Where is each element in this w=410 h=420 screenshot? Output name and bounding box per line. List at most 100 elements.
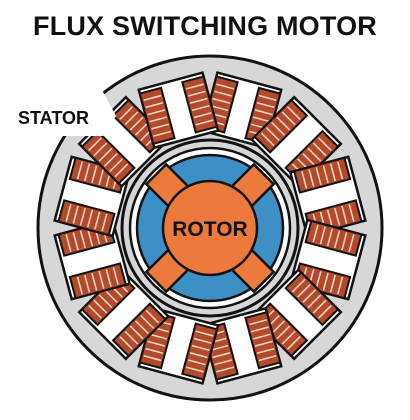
coil-turn (301, 171, 308, 189)
coil-turn (341, 205, 348, 224)
coil-turn (216, 366, 235, 373)
coil-turn (315, 270, 322, 289)
coil-turn (185, 83, 204, 90)
coil-turn (256, 347, 275, 355)
coil-turn (193, 112, 212, 119)
coil-winding (292, 156, 352, 194)
rotor-label: ROTOR (172, 218, 247, 241)
coil-turn (191, 104, 210, 112)
coil-turn (312, 224, 319, 243)
coil-turn (252, 116, 271, 123)
coil-turn (185, 366, 204, 373)
coil-turn (98, 167, 105, 186)
coil-turn (341, 232, 348, 251)
coil-turn (129, 325, 144, 340)
coil-turn (260, 132, 275, 147)
coil-turn (334, 230, 341, 249)
coil-turn (348, 203, 355, 222)
coil-turn (276, 116, 291, 131)
coil-turn (86, 209, 94, 228)
coil-turn (129, 116, 144, 131)
coil-turn (276, 325, 291, 340)
coil-turn (124, 111, 139, 126)
coil-turn (88, 304, 102, 319)
page-title: FLUX SWITCHING MOTOR (33, 11, 377, 41)
coil-turn (86, 228, 94, 247)
coil-turn (114, 163, 129, 178)
coil-turn (281, 111, 296, 126)
coil-turn (91, 165, 98, 184)
coil-turn (189, 352, 208, 359)
coil-turn (265, 127, 280, 141)
coil-turn (119, 336, 134, 350)
coil-turn (140, 315, 155, 329)
coil-turn (281, 330, 296, 345)
coil-turn (336, 276, 344, 295)
coil-turn (195, 119, 214, 126)
coil-turn (103, 289, 118, 304)
coil-turn (258, 94, 277, 102)
coil-turn (307, 294, 322, 309)
coil-winding (57, 199, 116, 237)
coil-turn (291, 278, 306, 293)
coil-turn (312, 142, 327, 157)
stator-label-notch (0, 90, 116, 136)
coil-turn (91, 272, 98, 291)
coil-turn (143, 94, 162, 102)
coil-turn (187, 359, 206, 366)
coil-turn (307, 147, 322, 162)
coil-turn (83, 163, 91, 182)
coil-turn (271, 320, 286, 335)
coil-turn (94, 211, 101, 230)
coil-turn (256, 101, 275, 109)
coil-turn (145, 309, 160, 324)
coil-turn (286, 106, 301, 120)
coil-turn (254, 340, 273, 347)
coil-turn (334, 207, 341, 226)
coil-turn (297, 283, 311, 298)
coil-turn (318, 137, 332, 152)
coil-turn (98, 294, 113, 309)
coil-turn (210, 104, 229, 112)
stator-slots (53, 71, 367, 385)
coil-turn (336, 161, 344, 180)
coil-winding (181, 75, 219, 134)
coil-turn (93, 299, 108, 314)
coil-turn (72, 205, 79, 224)
coil-turn (212, 97, 231, 104)
coil-turn (193, 337, 212, 344)
coil-winding (244, 310, 282, 370)
coil-turn (103, 152, 118, 167)
stator-slot (137, 71, 220, 150)
coil-turn (83, 274, 91, 293)
coil-turn (214, 90, 233, 97)
coil-turn (88, 137, 102, 152)
coil-turn (329, 163, 337, 182)
coil-turn (153, 130, 171, 137)
coil-turn (105, 269, 112, 287)
coil-turn (319, 226, 326, 245)
coil-turn (101, 213, 108, 232)
coil-turn (98, 147, 113, 162)
coil-turn (312, 299, 327, 314)
coil-turn (65, 234, 72, 253)
coil-turn (187, 90, 206, 97)
coil-turn (151, 123, 169, 130)
coil-turn (254, 109, 273, 116)
coil-turn (65, 203, 72, 222)
coil-turn (191, 344, 210, 352)
coil-turn (210, 344, 229, 352)
coil-turn (302, 289, 317, 304)
stator-label: STATOR (18, 108, 89, 128)
coil-turn (145, 101, 164, 109)
coil-turn (124, 330, 139, 345)
coil-turn (216, 83, 235, 90)
coil-turn (149, 333, 168, 340)
coil-turn (109, 158, 123, 173)
coil-winding (181, 322, 219, 381)
coil-turn (322, 272, 329, 291)
coil-turn (286, 336, 301, 350)
coil-turn (326, 228, 334, 247)
coil-turn (258, 354, 277, 362)
